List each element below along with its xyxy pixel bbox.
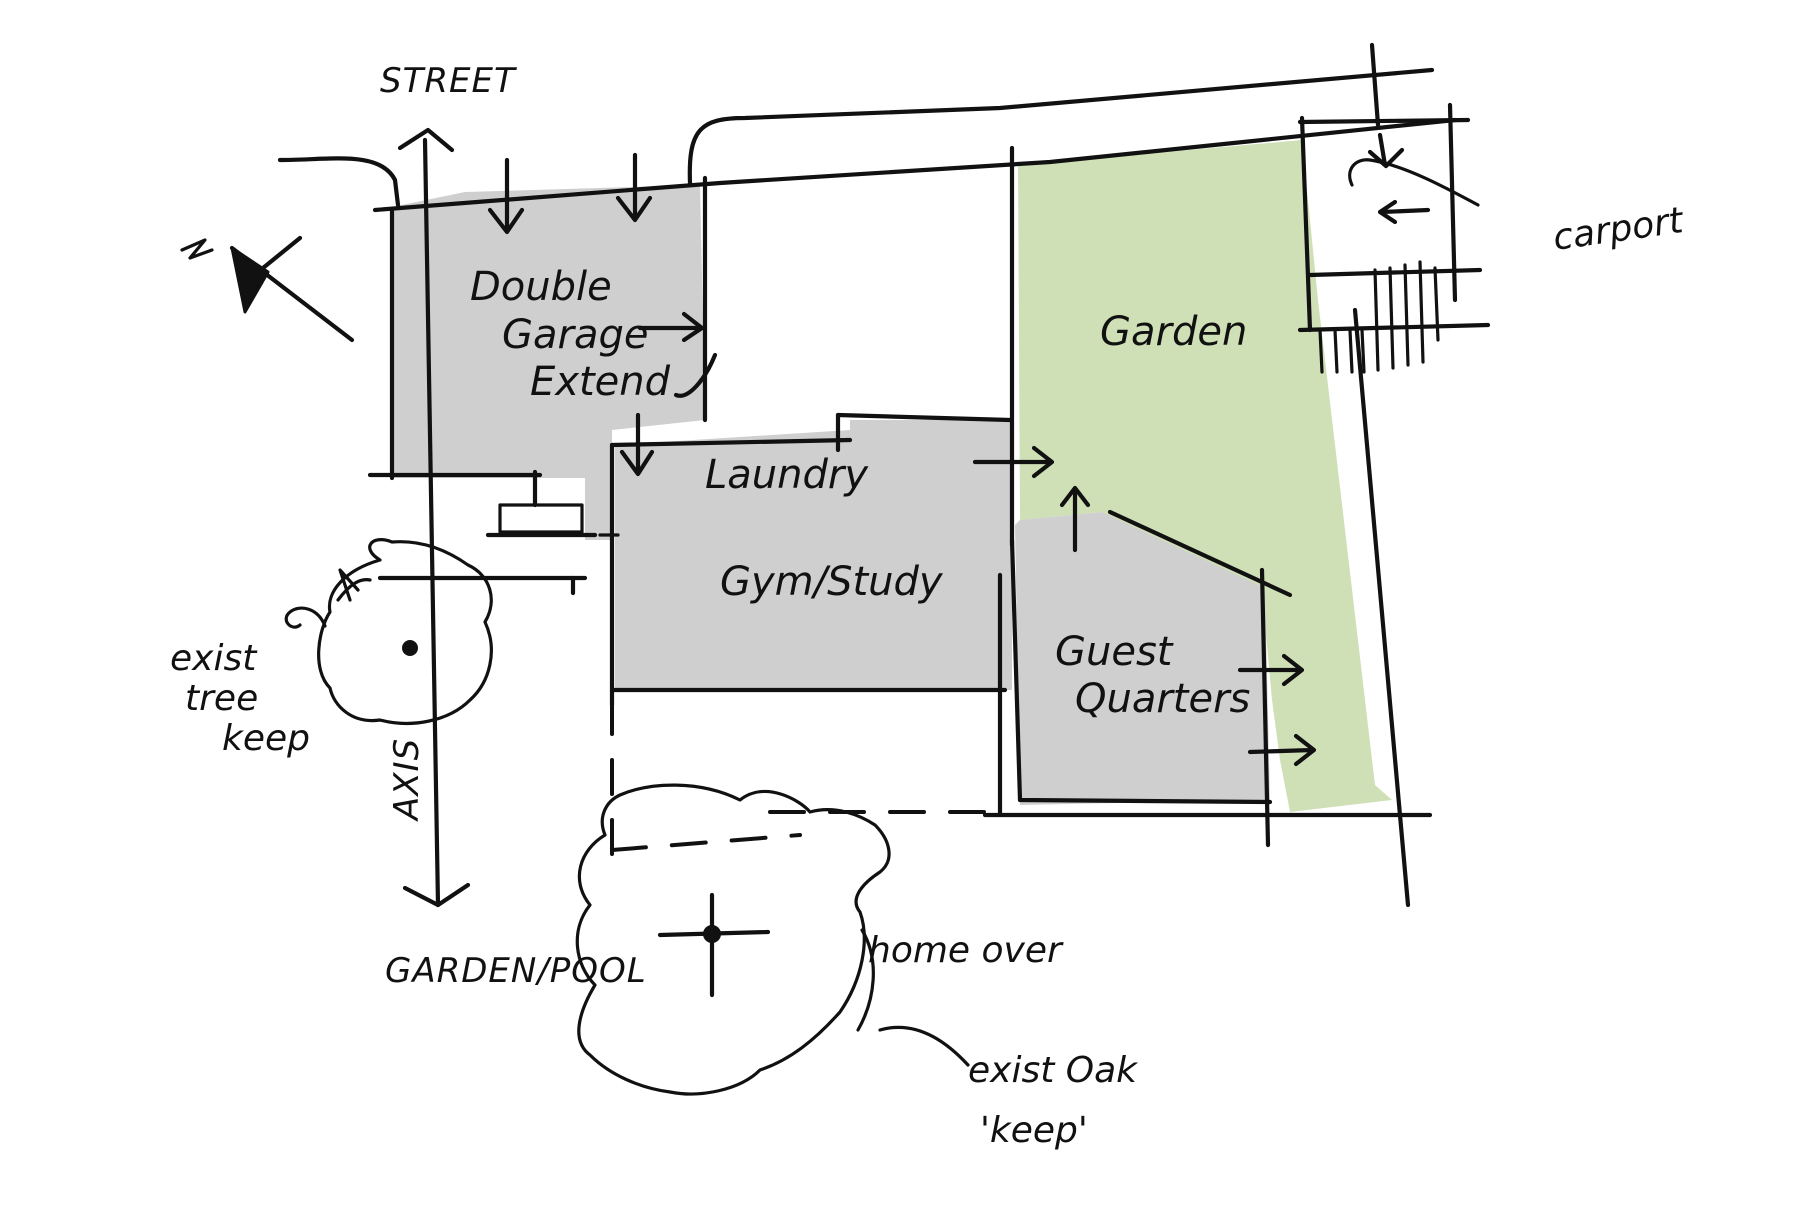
garden-area [1018, 140, 1392, 812]
label-garden-pool: GARDEN/POOL [385, 951, 647, 991]
guest-quarters-area [1015, 512, 1270, 805]
site-boundary-lines [277, 42, 1491, 908]
label-axis: AXIS [387, 738, 427, 822]
circulation-arrows [487, 132, 1431, 767]
existing-oak-icon [575, 783, 891, 1096]
garage-area [392, 185, 705, 540]
building-walls [377, 352, 1293, 848]
laundry-gym-area [615, 420, 1012, 690]
label-exist-oak-line2: 'keep' [980, 1110, 1088, 1151]
room-label-garden: Garden [1100, 309, 1247, 355]
label-home-over: home over [868, 930, 1064, 971]
room-label-double-garage-line1: Double [470, 264, 612, 310]
room-label-guest-quarters-line2: Quarters [1075, 676, 1250, 722]
label-street: STREET [380, 61, 517, 101]
label-exist-oak-line1: exist Oak [968, 1050, 1139, 1091]
label-exist-tree-line1: exist [170, 638, 258, 679]
room-label-double-garage-line2: Garage [502, 312, 648, 358]
room-label-gym-study: Gym/Study [720, 559, 944, 605]
dashed-lines [610, 698, 1002, 862]
axis-line [397, 127, 471, 908]
existing-tree-icon [317, 538, 493, 725]
label-exist-tree-line3: keep [222, 718, 310, 759]
label-carport: carport [1551, 200, 1688, 259]
leader-lines [284, 158, 1480, 1067]
room-label-laundry: Laundry [705, 452, 869, 498]
room-label-double-garage-line3: Extend [530, 359, 671, 405]
room-label-guest-quarters-line1: Guest [1055, 629, 1174, 675]
label-exist-tree-line2: tree [185, 678, 258, 719]
north-arrow-icon [180, 235, 355, 343]
carport-stairs [1318, 260, 1440, 374]
